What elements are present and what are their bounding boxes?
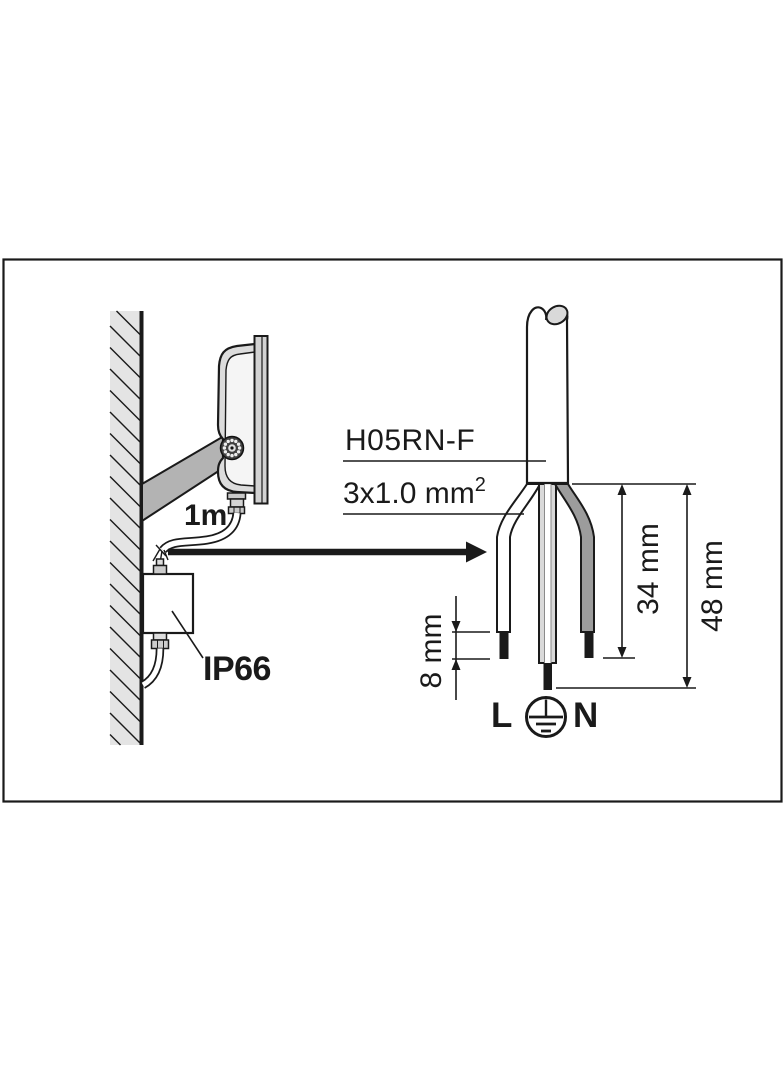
- cable-type-label: H05RN-F: [345, 424, 476, 457]
- floodlight-front-panel: [253, 335, 269, 505]
- overall-length-dimension-label: 48 mm: [696, 540, 729, 632]
- floodlight-bezel: [224, 351, 256, 487]
- wire-white: [496, 483, 542, 633]
- strip-length-dimension-label: 8 mm: [415, 613, 448, 689]
- wire-gray: [553, 483, 595, 633]
- wall-fill: [110, 311, 140, 745]
- cable-spec-exponent: 2: [474, 474, 486, 496]
- ip66-leader-line: [171, 610, 204, 659]
- wire-earth-stripe: [544, 484, 551, 663]
- detail-arrow-icon: [168, 541, 487, 563]
- wire-earth-bare-tip: [543, 663, 552, 690]
- wire-white-bare-tip: [499, 632, 509, 659]
- wire-gray-bare-tip: [584, 632, 594, 658]
- terminal-live-label: L: [491, 696, 513, 735]
- dimension-arrowheads: [451, 484, 692, 688]
- power-cable-sheath: [525, 304, 570, 485]
- junction-box-bottom-gland: [150, 632, 170, 650]
- protective-earth-icon: [525, 696, 567, 738]
- connection-cable: [152, 512, 242, 564]
- stripped-wires: [496, 483, 595, 690]
- terminal-neutral-label: N: [573, 696, 599, 735]
- cable-length-label: 1m: [184, 499, 228, 532]
- floodlight: [216, 335, 269, 515]
- cable-spec-label: 3x1.0 mm2: [343, 475, 486, 510]
- junction-box: [140, 558, 204, 689]
- dimension-lines: [452, 483, 696, 700]
- cable-spec-base: 3x1.0 mm: [343, 477, 475, 510]
- wall-hatching: [109, 310, 141, 746]
- ip-rating-label: IP66: [203, 650, 271, 688]
- wall: [109, 310, 144, 746]
- pivot-knob-icon: [219, 435, 245, 461]
- floodlight-cable-gland: [226, 492, 247, 515]
- cable-cut-cross-section: [545, 304, 569, 326]
- junction-box-top-gland: [152, 558, 168, 575]
- inner-length-dimension-label: 34 mm: [632, 523, 665, 615]
- junction-box-body: [141, 572, 195, 635]
